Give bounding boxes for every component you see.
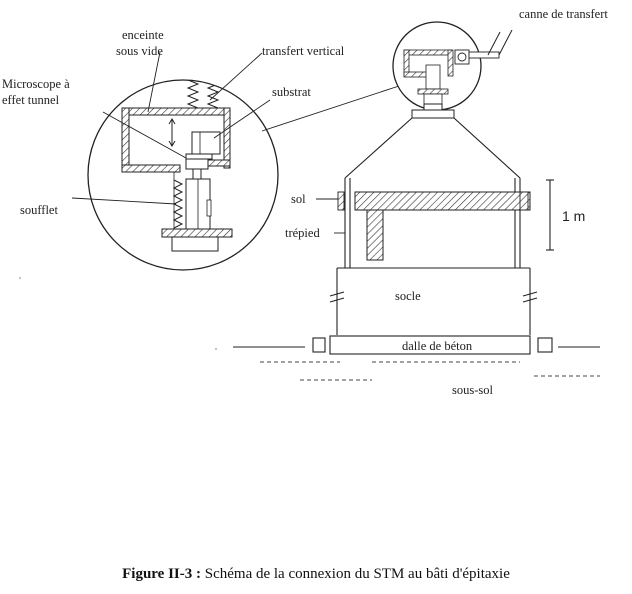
basement-lines <box>260 361 600 381</box>
label-enceinte-2: sous vide <box>116 44 163 58</box>
label-canne: canne de transfert <box>519 7 608 21</box>
chamber-neck <box>411 103 455 119</box>
speck <box>215 348 217 350</box>
label-microscope-2: effet tunnel <box>2 93 60 107</box>
label-microscope-1: Microscope à <box>2 77 70 91</box>
label-soufflet: soufflet <box>20 203 58 217</box>
label-substrat: substrat <box>272 85 311 99</box>
label-scale: 1 m <box>562 208 585 224</box>
floor-slab <box>337 191 531 261</box>
caption-label: Figure II-3 : <box>122 566 201 582</box>
socle-block <box>329 267 538 335</box>
zoom-circle <box>87 79 279 271</box>
label-trepied: trépied <box>285 226 320 240</box>
scale-bar <box>546 179 554 251</box>
leader-lines-zoom <box>71 51 403 205</box>
label-sol: sol <box>291 192 306 206</box>
caption-text: Schéma de la connexion du STM au bâti d'… <box>204 566 510 582</box>
label-sous-sol: sous-sol <box>452 383 494 397</box>
figure-caption: Figure II-3 : Schéma de la connexion du … <box>0 566 632 583</box>
leader-lines-main <box>316 198 345 234</box>
detail-circle <box>392 21 513 111</box>
label-transfert-vertical: transfert vertical <box>262 44 345 58</box>
speck <box>19 277 21 279</box>
concrete-slab <box>233 335 600 355</box>
label-enceinte-1: enceinte <box>122 28 164 42</box>
label-socle: socle <box>395 289 421 303</box>
label-dalle: dalle de béton <box>402 339 473 353</box>
